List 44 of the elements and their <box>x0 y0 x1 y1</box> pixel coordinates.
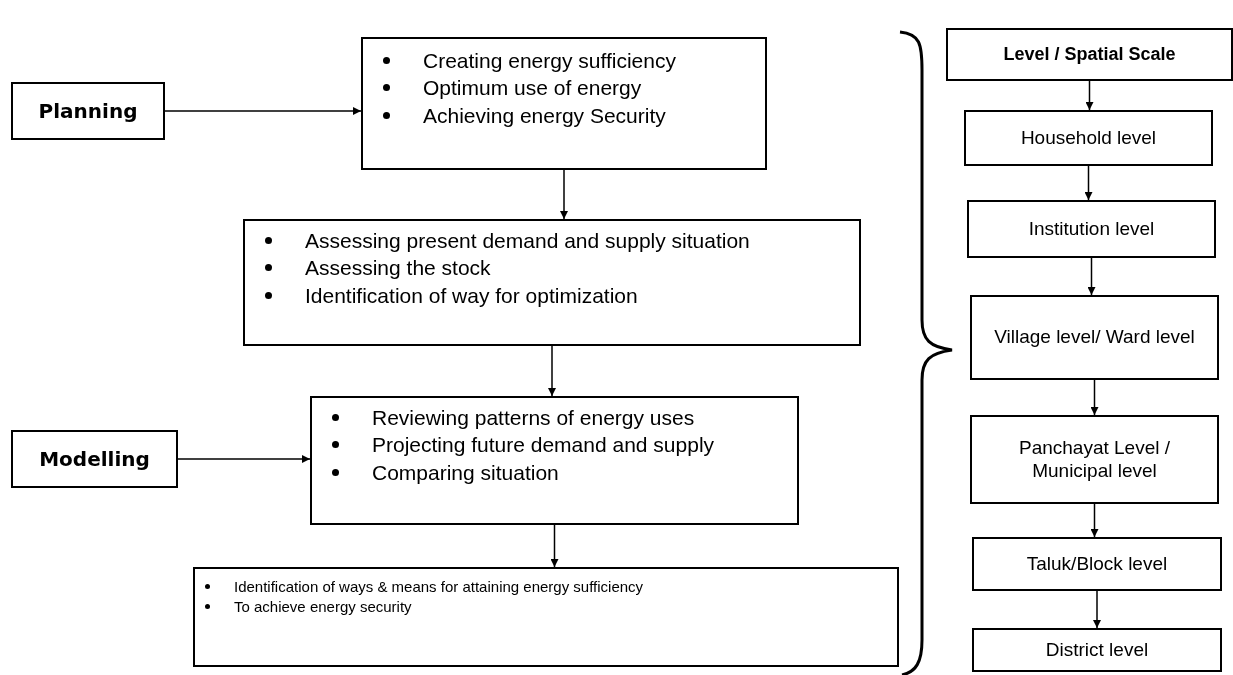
bullet-text: Projecting future demand and supply <box>372 432 715 459</box>
bullet-text: To achieve energy security <box>234 596 412 616</box>
level-label: District level <box>1044 638 1150 662</box>
bullet-text: Optimum use of energy <box>423 75 642 102</box>
bullet-text: Achieving energy Security <box>423 102 666 129</box>
arrow <box>560 169 568 220</box>
level-box <box>972 628 1222 672</box>
bullet-text: Assessing the stock <box>305 255 491 282</box>
arrow <box>1084 165 1093 201</box>
arrow <box>548 345 556 397</box>
level-box <box>967 200 1216 258</box>
arrow <box>1085 80 1094 111</box>
stage-box <box>11 82 165 140</box>
process-box <box>243 219 861 346</box>
arrow <box>1087 257 1096 296</box>
process-box <box>310 396 799 525</box>
bullet-text: Creating energy sufficiency <box>423 48 676 74</box>
arrow <box>1093 590 1101 629</box>
heading: Planning <box>37 99 139 123</box>
level-label: Taluk/Block level <box>1025 552 1169 576</box>
level-label: Panchayat Level / Municipal level <box>1017 436 1171 483</box>
level-label: Institution level <box>1027 217 1156 241</box>
bullet-text: Identification of way for optimization <box>305 282 638 309</box>
stage-box <box>11 430 178 488</box>
level-label: Household level <box>1019 126 1158 150</box>
arrow <box>550 524 559 568</box>
arrow <box>1090 503 1099 538</box>
level-label: Village level/ Ward level <box>993 326 1196 349</box>
arrow <box>177 455 311 463</box>
heading: Level / Spatial Scale <box>1002 43 1177 66</box>
level-box <box>970 415 1219 504</box>
level-box <box>970 295 1219 380</box>
level-box <box>964 110 1213 166</box>
bullet-text: Comparing situation <box>372 459 559 486</box>
header-box <box>946 28 1233 81</box>
bullet-text: Assessing present demand and supply situation <box>305 228 750 254</box>
process-box <box>361 37 767 170</box>
arrow <box>164 107 362 115</box>
process-box <box>193 567 899 667</box>
heading: Modelling <box>38 447 151 471</box>
bullet-text: Identification of ways & means for attaining energy sufficiency <box>234 577 644 597</box>
level-box <box>972 537 1222 591</box>
bullet-text: Reviewing patterns of energy uses <box>372 405 695 431</box>
arrow <box>1090 379 1099 416</box>
